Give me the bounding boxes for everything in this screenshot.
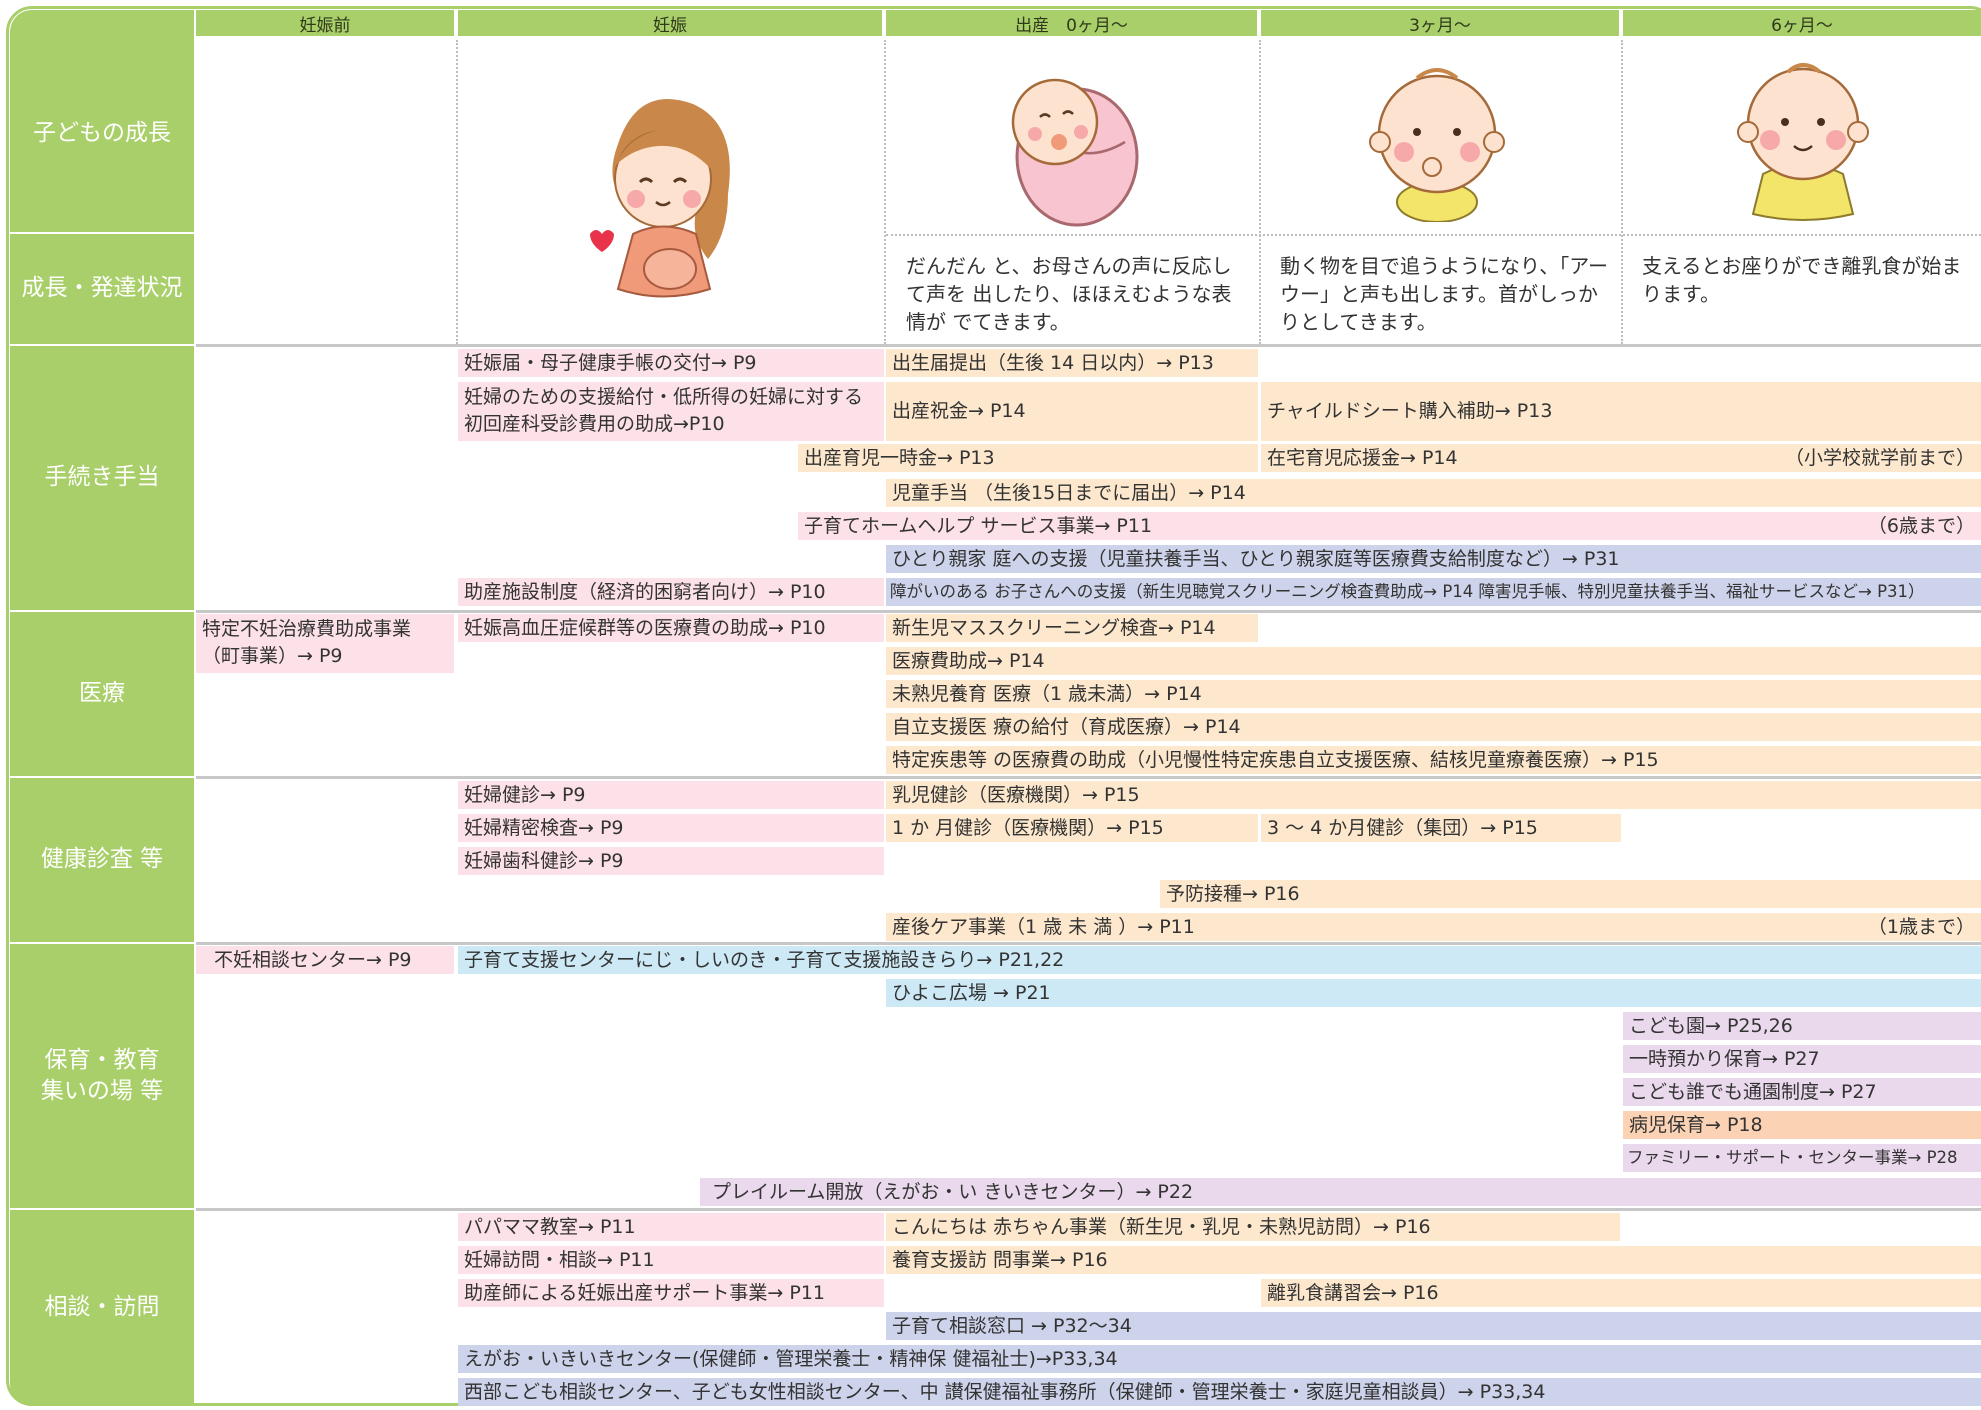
column-header-6-months: 6ヶ月～ [1623, 10, 1981, 36]
swaddled-newborn-illustration [1011, 78, 1139, 227]
bar-childcare-support-center: 子育て支援センターにじ・しいのき・子育て支援施設きらり→ P21,22 [458, 946, 1981, 974]
row-label-growth: 子どもの成長 [33, 120, 171, 147]
row-label-consult: 相談・訪問 [44, 1294, 160, 1321]
section-line [196, 776, 1981, 779]
row-label-procedures: 手続き手当 [44, 464, 160, 491]
bar-maternity-facility: 助産施設制度（経済的困窮者向け）→ P10 [458, 578, 884, 606]
bar-parents-class: パパママ教室→ P11 [458, 1213, 884, 1241]
bar-egao-ikiiki-center: えがお・いきいきセンター(保健師・管理栄養士・精神保 健福祉士)→P33,34 [458, 1345, 1981, 1373]
development-6-months-text: 支えるとお座りができ離乳食が始まります。 [1642, 254, 1962, 306]
baby-6-months-illustration [1737, 63, 1869, 221]
bar-birth-celebration: 出産祝金→ P14 [886, 382, 1258, 441]
bar-pregnancy-notification: 妊娠届・母子健康手帳の交付→ P9 [458, 349, 884, 377]
bar-childbirth-lump-sum: 出産育児一時金→ P13 [798, 444, 1258, 472]
dotted-divider [886, 234, 1981, 236]
row-label-medical: 医療 [79, 680, 125, 707]
bar-sick-child-care: 病児保育→ P18 [1623, 1111, 1981, 1139]
bar-premature-infant-care: 未熟児養育 医療（1 歳未満）→ P14 [886, 680, 1981, 708]
bar-independence-support-medical: 自立支援医 療の給付（育成医療）→ P14 [886, 713, 1981, 741]
sidebar-divider [10, 776, 194, 778]
bar-maternal-checkup: 妊婦健診→ P9 [458, 781, 884, 809]
bar-childrearing-consultation: 子育て相談窓口 → P32～34 [886, 1312, 1981, 1340]
baby-3-months-illustration [1369, 68, 1505, 222]
row-label-development: 成長・発達状況 [21, 275, 183, 302]
bar-3-4-month-checkup: 3 ～ 4 か月健診（集団）→ P15 [1261, 814, 1621, 842]
bar-hello-baby-program: こんにちは 赤ちゃん事業（新生児・乳児・未熟児訪問）→ P16 [886, 1213, 1620, 1241]
bar-temporary-childcare: 一時預かり保育→ P27 [1623, 1045, 1981, 1073]
column-header-pregnancy: 妊娠 [458, 10, 882, 36]
sidebar-divider [10, 344, 194, 346]
column-header-3-months: 3ヶ月～ [1261, 10, 1619, 36]
bar-pregnant-support-benefit: 妊婦のための支援給付・低所得の妊婦に対する初回産科受診費用の助成→P10 [458, 382, 884, 441]
bar-maternal-dental-checkup: 妊婦歯科健診→ P9 [458, 847, 884, 875]
column-header-pre-pregnancy: 妊娠前 [196, 10, 454, 36]
section-line [196, 942, 1981, 945]
bar-disability-support: 障がいのある お子さんへの支援（新生児聴覚スクリーニング検査費助成→ P14 障… [886, 578, 1981, 606]
bar-childrearing-support-visit: 養育支援訪 問事業→ P16 [886, 1246, 1981, 1274]
pregnant-woman-illustration [590, 99, 730, 298]
bar-child-seat-subsidy: チャイルドシート購入補助→ P13 [1261, 382, 1981, 441]
dotted-divider [884, 40, 886, 344]
bar-midwife-support: 助産師による妊娠出産サポート事業→ P11 [458, 1279, 884, 1307]
bar-medical-subsidy: 医療費助成→ P14 [886, 647, 1981, 675]
dotted-divider [1259, 40, 1261, 344]
section-line [196, 610, 1981, 613]
bar-maternal-detailed-exam: 妊婦精密検査→ P9 [458, 814, 884, 842]
bar-maternal-visit: 妊婦訪問・相談→ P11 [458, 1246, 884, 1274]
row-label-childcare: 保育・教育 集いの場 等 [40, 1046, 164, 1104]
bar-open-daycare-system: こども誰でも通園制度→ P27 [1623, 1078, 1981, 1106]
bar-kodomoen: こども園→ P25,26 [1623, 1012, 1981, 1040]
bar-family-support-center: ファミリー・サポート・センター事業→ P28 [1623, 1144, 1981, 1172]
bar-infertility-consultation: 不妊相談センター→ P9 [196, 946, 454, 974]
bar-vaccination: 予防接種→ P16 [1160, 880, 1981, 908]
bar-playroom-open: プレイルーム開放（えがお・い きいきセンター）→ P22 [700, 1178, 1981, 1206]
bar-newborn-screening: 新生児マススクリーニング検査→ P14 [886, 614, 1258, 642]
development-3-months-text: 動く物を目で追うようになり、「アーウー」と声も出します。首がしっかりとしてきます… [1280, 254, 1608, 334]
dotted-divider [456, 40, 458, 344]
bar-postpartum-care: 産後ケア事業（1 歳 未 満 ）→ P11（1歳まで） [886, 913, 1981, 941]
bar-child-allowance: 児童手当 （生後15日までに届出）→ P14 [886, 479, 1981, 507]
bar-specific-disease-subsidy: 特定疾患等 の医療費の助成（小児慢性特定疾患自立支援医療、結核児童療養医療）→ … [886, 746, 1981, 774]
bar-pregnancy-hypertension-subsidy: 妊娠高血圧症候群等の医療費の助成→ P10 [458, 614, 884, 642]
bar-single-parent-support: ひとり親家 庭への支援（児童扶養手当、ひとり親家庭等医療費支給制度など）→ P3… [886, 545, 1981, 573]
dotted-divider [1621, 40, 1623, 344]
row-label-health: 健康診査 等 [40, 846, 164, 873]
bar-birth-registration: 出生届提出（生後 14 日以内）→ P13 [886, 349, 1258, 377]
bar-home-help-service: 子育てホームヘルプ サービス事業→ P11（6歳まで） [798, 512, 1981, 540]
sidebar-divider [10, 232, 194, 234]
category-sidebar [10, 10, 194, 1406]
column-header-birth: 出産 0ヶ月～ [886, 10, 1257, 36]
bar-home-childcare-support: 在宅育児応援金→ P14（小学校就学前まで） [1261, 444, 1981, 472]
section-line [196, 344, 1981, 347]
sidebar-divider [10, 610, 194, 612]
sidebar-divider [10, 1208, 194, 1210]
bar-weaning-food-class: 離乳食講習会→ P16 [1261, 1279, 1981, 1307]
bar-fertility-treatment-subsidy: 特定不妊治療費助成事業（町事業）→ P9 [196, 614, 454, 673]
bar-infant-checkup: 乳児健診（医療機関）→ P15 [886, 781, 1981, 809]
bar-regional-consultation-centers: 西部こども相談センター、子ども女性相談センター、中 讃保健福祉事務所（保健師・管… [458, 1378, 1981, 1406]
section-line [196, 1208, 1981, 1211]
bar-hiyoko-hiroba: ひよこ広場 → P21 [886, 979, 1981, 1007]
sidebar-divider [10, 942, 194, 944]
bar-1-month-checkup: 1 か 月健診（医療機関）→ P15 [886, 814, 1258, 842]
development-birth-text: だんだん と、お母さんの声に反応して声を 出したり、ほほえむような表情が でてき… [906, 254, 1232, 334]
